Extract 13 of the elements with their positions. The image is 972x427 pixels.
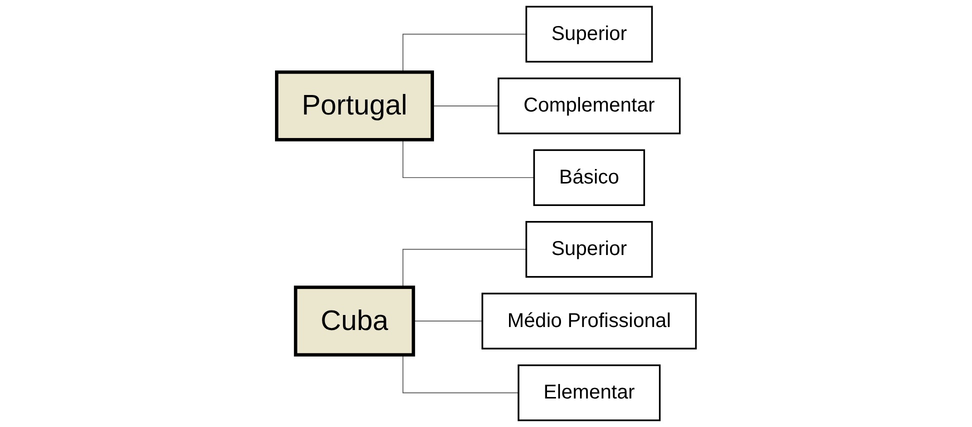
node-box: Médio Profissional: [481, 292, 696, 350]
node-box: Elementar: [517, 364, 660, 422]
connector: [412, 320, 482, 322]
connector: [402, 248, 526, 288]
node-box: Complementar: [497, 78, 680, 134]
connector: [402, 354, 519, 394]
connector: [402, 34, 526, 73]
connector: [402, 139, 534, 178]
node-box: Superior: [525, 221, 653, 278]
node-box: Cuba: [294, 286, 415, 357]
node-box: Superior: [525, 6, 653, 63]
node-box: Portugal: [274, 70, 434, 142]
node-box: Básico: [532, 149, 645, 206]
